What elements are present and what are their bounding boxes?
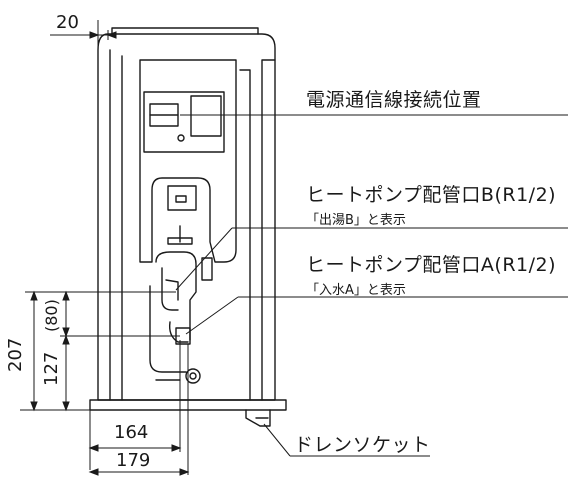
- label-port-a-note: 「入水A」と表示: [306, 283, 406, 298]
- piping: [155, 251, 197, 341]
- label-heat-pump-port-b: ヒートポンプ配管口B(R1/2): [306, 184, 557, 206]
- dim-127: 127: [41, 351, 62, 386]
- dim-80: (80): [42, 299, 61, 332]
- label-drain-socket: ドレンソケット: [294, 434, 431, 456]
- dim-164: 164: [114, 422, 149, 443]
- dim-207: 207: [5, 337, 26, 372]
- breaker: [167, 185, 197, 211]
- base-plate: [89, 399, 287, 411]
- terminal-box: [143, 91, 225, 153]
- unit-inner-panel: [139, 59, 237, 263]
- label-power-comm-wire: 電源通信線接続位置: [306, 89, 482, 111]
- dim-179: 179: [116, 450, 151, 471]
- unit-side-panel: [261, 59, 276, 401]
- label-heat-pump-port-a: ヒートポンプ配管口A(R1/2): [306, 254, 557, 276]
- unit-top-cap: [111, 27, 259, 35]
- dim-20: 20: [56, 12, 79, 33]
- drain-socket: [245, 409, 271, 427]
- label-port-b-note: 「出湯B」と表示: [306, 213, 406, 228]
- unit-outer-body: [97, 33, 276, 401]
